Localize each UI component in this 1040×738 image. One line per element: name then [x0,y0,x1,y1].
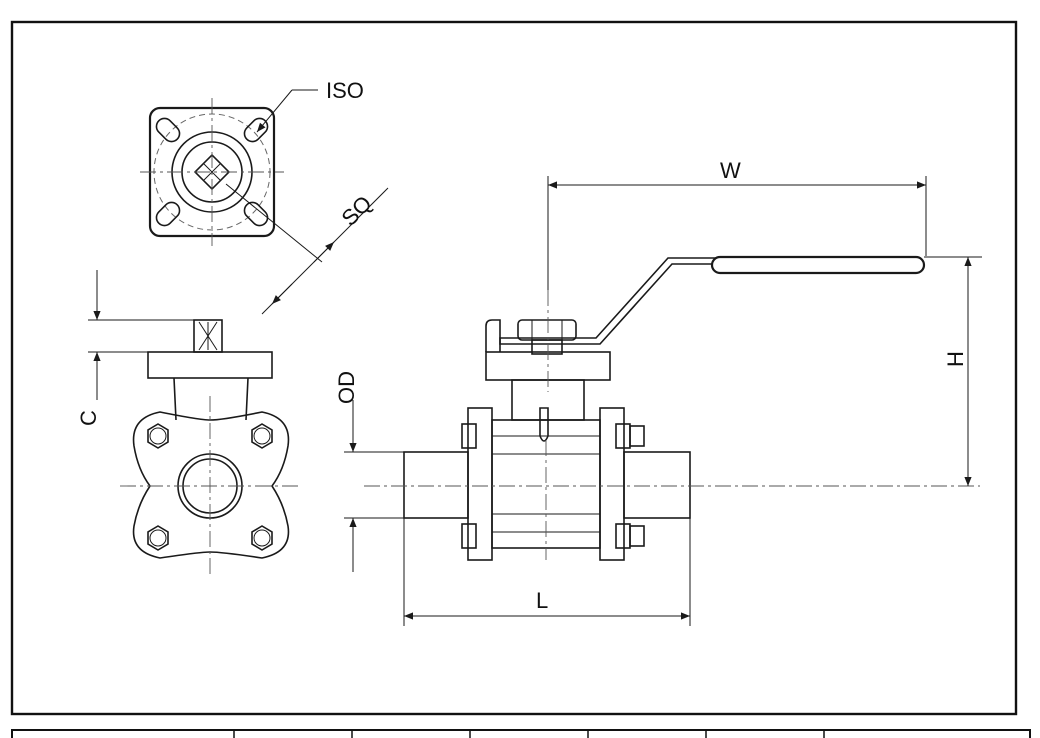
top-view-iso-pad [140,98,284,246]
l-dimension [403,518,691,626]
sq-dimension [225,183,389,315]
c-label: C [76,410,101,426]
hex-bolt [251,525,273,551]
w-dimension [547,176,927,290]
iso-label: ISO [326,78,364,103]
front-bolt [461,423,645,449]
h-dimension [924,256,982,486]
iso-bolt-slot [155,117,181,143]
iso-bolt-slot [155,201,181,227]
drawing-frame [10,20,1018,716]
front-bolt [461,523,645,549]
h-label: H [943,351,968,367]
l-label: L [536,588,548,613]
iso-bolt-slot [243,201,269,227]
iso-bolt-slot [243,117,269,143]
pipe-end-left [403,451,469,519]
od-dimension [344,400,404,572]
c-dimension [88,270,194,400]
handle-grip [710,255,926,275]
hex-bolt [251,423,273,449]
stem-square [193,153,231,191]
sq-label: SQ [336,191,376,231]
side-view [120,319,300,576]
front-view [364,255,980,561]
hex-bolt [147,525,169,551]
hex-bolt [147,423,169,449]
iso-leader [256,89,318,133]
w-label: W [720,158,741,183]
pipe-end-right [623,451,691,519]
spec-table-header [11,729,1031,738]
od-label: OD [334,371,359,404]
